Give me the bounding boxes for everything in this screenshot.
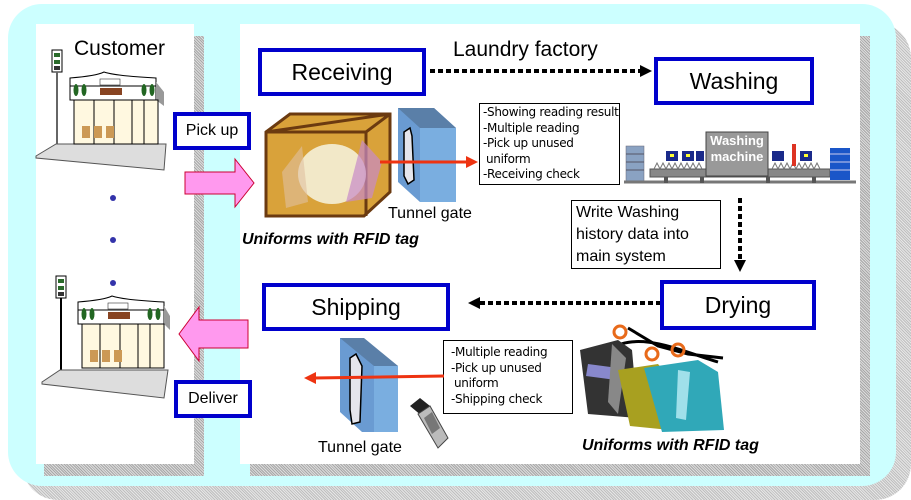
flow-arrow-receiving-to-washing (430, 65, 652, 77)
note-line: uniform (454, 376, 499, 390)
shipping-notes: -Multiple reading -Pick up unused unifor… (443, 340, 573, 414)
washing-machine-label-line: machine (710, 149, 764, 164)
ellipsis-dot (110, 280, 116, 286)
step-drying-label: Drying (704, 291, 772, 318)
uniforms-caption: Uniforms with RFID tag (242, 231, 419, 248)
note-line: history data into (576, 226, 689, 243)
tunnel-gate-label: Tunnel gate (388, 205, 472, 222)
note-line: -Pick up unused (451, 360, 542, 375)
step-shipping: Shipping (262, 283, 450, 331)
pickup-label: Pick up (173, 112, 251, 150)
receiving-notes: -Showing reading result -Multiple readin… (479, 103, 620, 185)
pickup-text: Pick up (185, 122, 239, 139)
ellipsis-dot (110, 237, 116, 243)
read-arrow-icon (380, 156, 478, 168)
step-drying: Drying (660, 280, 816, 330)
store-icon (35, 49, 167, 171)
note-line: uniform (486, 151, 531, 166)
note-line: -Pick up unused (483, 136, 574, 150)
washing-machine-label-line: Washing (710, 133, 764, 148)
read-arrow-icon (304, 372, 445, 384)
uniform-box-icon (264, 112, 392, 218)
tunnel-gate-label: Tunnel gate (318, 439, 402, 456)
drying-uniforms-icon (580, 324, 724, 432)
note-line: -Showing reading result (483, 105, 619, 119)
note-line: Write Washing (576, 204, 680, 221)
customer-title: Customer (74, 37, 166, 60)
note-line: -Shipping check (451, 391, 543, 406)
deliver-label: Deliver (174, 380, 252, 418)
deliver-arrow-icon (178, 305, 249, 363)
step-washing-label: Washing (689, 67, 779, 94)
deliver-text: Deliver (188, 390, 238, 407)
note-line: -Multiple reading (483, 120, 580, 135)
store-icon (41, 275, 170, 399)
note-line: -Receiving check (483, 167, 580, 181)
flow-arrow-washing-to-drying (734, 198, 746, 272)
tunnel-gate-icon (340, 338, 398, 432)
flow-arrow-drying-to-shipping (468, 297, 660, 309)
pickup-arrow-icon (184, 157, 255, 209)
step-receiving-label: Receiving (291, 58, 393, 85)
ellipsis-dot (110, 195, 116, 201)
step-receiving: Receiving (258, 48, 426, 96)
step-shipping-label: Shipping (311, 293, 401, 320)
note-line: -Multiple reading (451, 345, 548, 359)
uniforms-caption: Uniforms with RFID tag (582, 437, 759, 454)
washing-machine-label: Washing machine (709, 133, 765, 165)
note-line: main system (576, 248, 666, 265)
factory-title: Laundry factory (453, 38, 598, 61)
washing-history-note: Write Washing history data into main sys… (571, 200, 721, 269)
tunnel-gate-icon (398, 108, 456, 202)
handheld-reader-icon (410, 398, 449, 449)
step-washing: Washing (654, 57, 814, 105)
washing-machine-icon (624, 131, 856, 184)
